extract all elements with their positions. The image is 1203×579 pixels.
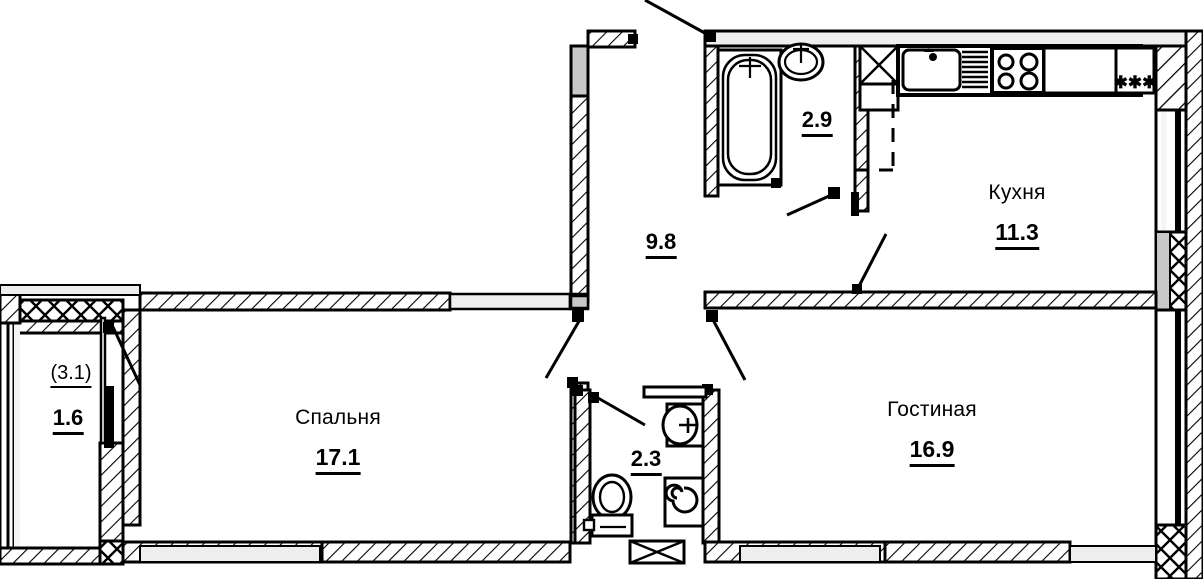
room-area-bedroom: 17.1 [315, 444, 361, 475]
washing-machine-icon [663, 476, 705, 528]
wall-hall-bottom [569, 294, 590, 310]
door-wc [588, 392, 646, 427]
wall-hall-left [569, 29, 638, 303]
room-wc [572, 384, 721, 565]
door-balcony [103, 322, 142, 386]
room-label-kitchen: Кухня [988, 181, 1046, 204]
door-bathroom [786, 187, 859, 217]
kitchen-appliance-icon: ✱✱✱ [1114, 46, 1157, 95]
room-area-kitchen: 11.3 [995, 219, 1039, 250]
balcony [0, 284, 142, 566]
leader-line-hall-top [644, 0, 716, 42]
wall-kitchen-living-divider [703, 284, 1158, 310]
room-bathroom [703, 42, 870, 217]
svg-text:✱✱✱: ✱✱✱ [1114, 73, 1157, 92]
ventilation-shaft-icon [858, 44, 900, 112]
room-label-living: Гостиная [887, 398, 977, 421]
room-area-wc: 2.3 [630, 446, 662, 476]
room-area-living: 16.9 [909, 436, 955, 467]
balcony-area-gross: (3.1) [50, 362, 92, 388]
room-label-bedroom: Спальня [295, 406, 381, 429]
room-kitchen: ✱✱✱ [846, 44, 1157, 172]
leader-line-kitchen-door [855, 233, 888, 291]
cooktop-icon [990, 46, 1046, 95]
room-living [703, 310, 1157, 564]
room-area-hall: 9.8 [645, 229, 677, 259]
door-living [706, 310, 747, 381]
bathtub-icon [716, 48, 783, 187]
balcony-area-net: 1.6 [52, 405, 84, 435]
washbasin-bathroom-icon [777, 42, 825, 82]
toilet-icon [582, 473, 634, 538]
wall-bedroom-top [138, 291, 590, 312]
room-bedroom [105, 308, 590, 564]
kitchen-sink-icon [901, 48, 988, 92]
wc-bottom-hatch [628, 539, 686, 565]
door-bedroom [544, 310, 584, 379]
washbasin-wc-icon [661, 402, 705, 448]
room-area-bathroom: 2.9 [801, 107, 833, 137]
kitchen-partition-dashed [846, 80, 895, 172]
exterior-wall-right [1154, 29, 1203, 579]
exterior-wall-top [703, 29, 1203, 48]
